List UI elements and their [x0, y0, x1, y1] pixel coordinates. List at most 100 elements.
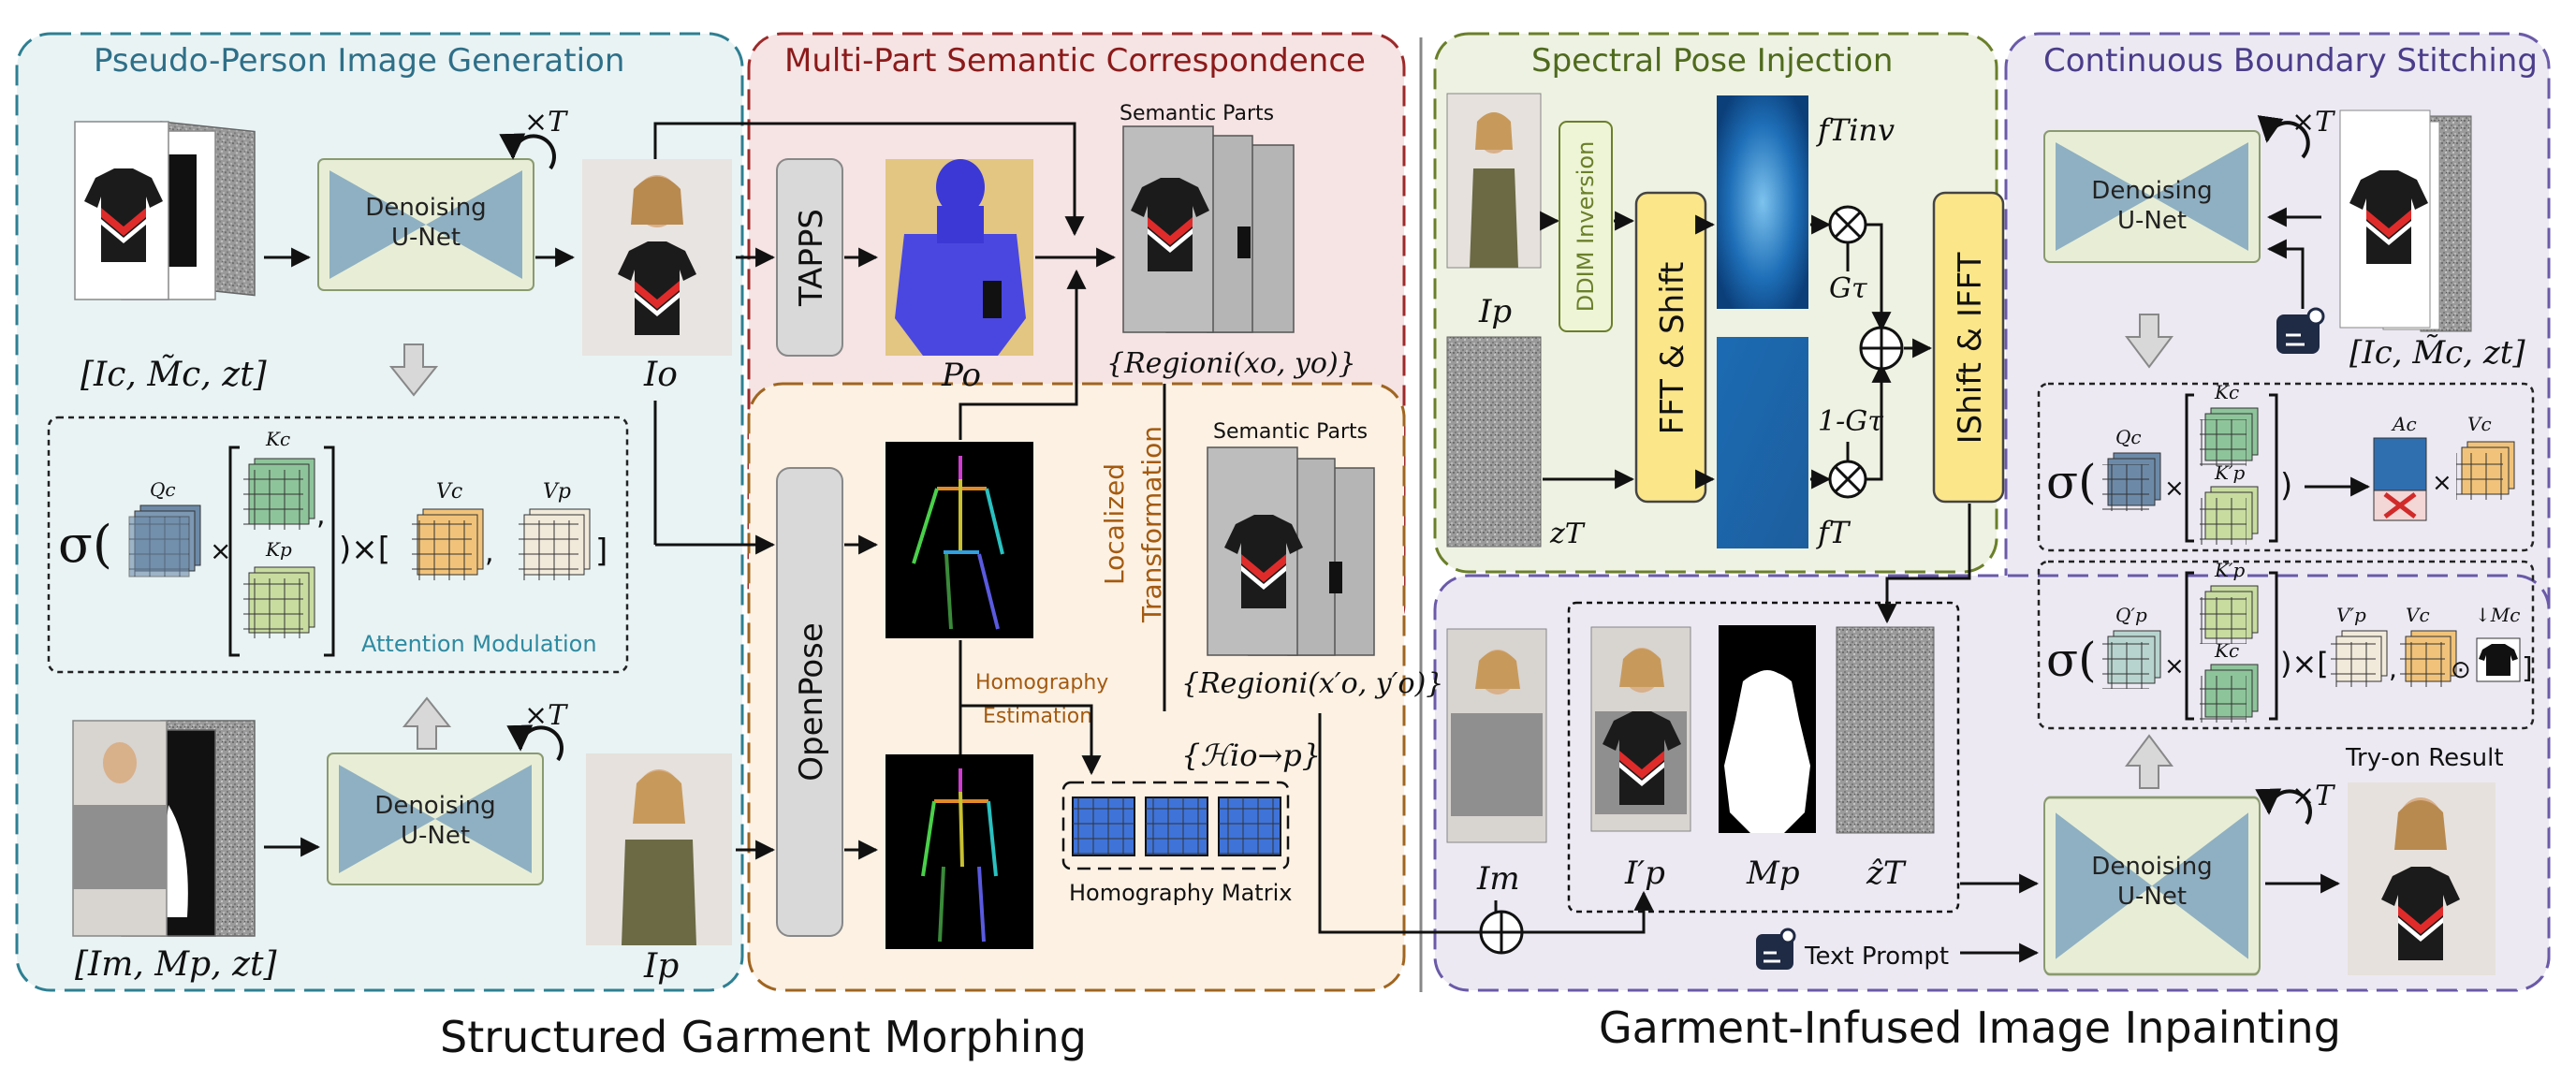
denoising-unet-bottom: Denoising U-Net — [327, 753, 544, 885]
close-bracket-stitch2: ] — [2522, 652, 2533, 685]
arrow-prompt-to-unet-stitch — [2266, 239, 2305, 309]
bracket-stitch-right — [2269, 393, 2278, 543]
matrix-qc-stitch: Qc — [2102, 426, 2161, 511]
arrow-io-top-to-parts — [653, 122, 1085, 237]
svg-text:U-Net: U-Net — [391, 224, 461, 252]
bracket-stitch2-right — [2269, 571, 2278, 721]
label-tryon-result: Try-on Result — [2345, 744, 2504, 772]
comma-vc: , — [485, 536, 494, 569]
svg-text:Vc: Vc — [2406, 604, 2430, 626]
svg-text:Vp: Vp — [543, 480, 571, 504]
denoising-unet-top: Denoising U-Net — [317, 158, 534, 291]
masked-image-im — [1446, 628, 1547, 843]
attention-modulation-box — [47, 416, 629, 674]
homography-matrix-box — [1061, 781, 1290, 870]
bracket-right-k — [324, 446, 335, 657]
close-bracket-v: ] — [595, 533, 607, 570]
svg-text:U-Net: U-Net — [2117, 883, 2187, 911]
svg-text:Denoising: Denoising — [374, 792, 495, 820]
label-f-t: fT — [1816, 515, 1852, 550]
spectral-ip-image — [1446, 93, 1542, 269]
comma-kc: , — [316, 499, 326, 532]
label-localized-2: Transformation — [1136, 426, 1167, 623]
panel-inpainting — [1433, 574, 2551, 992]
text-prompt-icon-bottom — [1756, 928, 1796, 970]
label-region-xy: {Regioni(xo, yo)} — [1106, 347, 1356, 380]
multiply-top — [1828, 205, 1867, 244]
label-text-prompt: Text Prompt — [1804, 943, 1949, 971]
pseudo-person-image-io — [582, 159, 732, 356]
semantic-parts-top-stack — [1122, 125, 1295, 333]
times-ac: × — [2432, 469, 2452, 497]
label-homography-2: Estimation — [983, 705, 1092, 728]
svg-text:K′p: K′p — [2214, 559, 2245, 581]
loop-arrow-bottom — [506, 724, 564, 762]
label-homography-1: Homography — [975, 671, 1108, 694]
tapps-label: TAPPS — [793, 209, 830, 307]
ddim-inversion-module — [1559, 121, 1613, 332]
label-z-hat: ẑT — [1866, 855, 1907, 892]
sigma-stitch-1: σ( — [2046, 455, 2097, 509]
label-homography-set: {ℋio→p} — [1181, 738, 1321, 773]
label-times-t-stitch-top: ×T — [2291, 106, 2335, 139]
label-ip-prime: I′p — [1624, 855, 1665, 892]
svg-text:Qc: Qc — [150, 478, 176, 501]
label-attention-modulation: Attention Modulation — [361, 631, 597, 657]
tryon-result-image — [2348, 782, 2496, 975]
svg-text:Vc: Vc — [2467, 413, 2492, 435]
svg-text:Denoising: Denoising — [2091, 853, 2212, 881]
label-im: Im — [1476, 860, 1520, 898]
multiply-bottom — [1828, 460, 1867, 499]
svg-text:↓Mc: ↓Mc — [2475, 604, 2520, 626]
parsing-map-po — [886, 159, 1033, 356]
label-ip-spectral: Ip — [1478, 293, 1512, 330]
times-stitch-1: × — [2164, 475, 2185, 503]
label-homography-matrix: Homography Matrix — [1069, 880, 1292, 906]
bracket-stitch-left — [2185, 393, 2194, 543]
label-semantic-parts-top: Semantic Parts — [1120, 102, 1274, 125]
matrix-vc-stitch: Vc — [2456, 413, 2515, 500]
section-title-right: Garment-Infused Image Inpainting — [1599, 1002, 2341, 1053]
label-one-minus-g: 1-Gτ — [1818, 405, 1883, 438]
arrow-ishift-to-zhat — [1877, 504, 1971, 624]
ishift-ifft-module — [1932, 191, 2005, 504]
mask-mc-icon: ↓Mc — [2475, 604, 2521, 682]
title-multi-part: Multi-Part Semantic Correspondence — [784, 42, 1366, 80]
label-f-inv: fTinv — [1816, 112, 1895, 148]
label-ic-mc-zt: [Ic, M̃c, zt] — [80, 355, 268, 394]
bracket-stitch2-left — [2185, 571, 2194, 721]
gray-up-arrow-stitch — [2125, 734, 2174, 789]
arrow-add-to-ip-prime — [1522, 890, 1654, 934]
svg-text:Vc: Vc — [436, 480, 462, 504]
matrix-kc-stitch2: Kc — [2200, 639, 2259, 723]
close-paren-times-stitch2: )×[ — [2280, 646, 2329, 681]
bracket-left-k — [228, 446, 240, 657]
label-region-xy-prime: {Regioni(x′o, y′o)} — [1181, 667, 1443, 700]
title-stitching: Continuous Boundary Stitching — [2043, 42, 2538, 80]
homography-matrices — [1072, 797, 1281, 856]
frequency-map-ft — [1717, 337, 1808, 548]
matrix-kc-left: Kc — [243, 428, 315, 530]
matrix-vp-left: Vp — [519, 480, 591, 580]
fft-shift-module — [1634, 191, 1707, 504]
fft-shift-label: FFT & Shift — [1654, 262, 1691, 435]
stitch-attention-box-1 — [2037, 382, 2535, 552]
noise-z-hat — [1836, 626, 1935, 834]
label-ip-left: Ip — [643, 947, 679, 986]
garment-stack-stitch — [2339, 110, 2472, 332]
svg-text:K′p: K′p — [2214, 461, 2245, 484]
svg-text:U-Net: U-Net — [401, 822, 470, 850]
add-inpaint — [1479, 910, 1524, 955]
arrow-to-homography — [960, 704, 1102, 776]
stitch-attention-box-2 — [2037, 560, 2535, 730]
label-semantic-parts-bottom: Semantic Parts — [1213, 420, 1368, 444]
matrix-qc-left: Qc — [128, 478, 201, 577]
matrix-kp-prime-stitch2: K′p — [2200, 559, 2259, 644]
svg-text:Ac: Ac — [2391, 413, 2417, 435]
text-prompt-icon-top — [2276, 307, 2325, 354]
person-image-ip — [586, 753, 732, 945]
matrix-kp-stitch: K′p — [2200, 461, 2259, 545]
matrix-kp-left: Kp — [243, 538, 315, 638]
matrix-vp-prime-stitch: V′p — [2331, 604, 2388, 687]
